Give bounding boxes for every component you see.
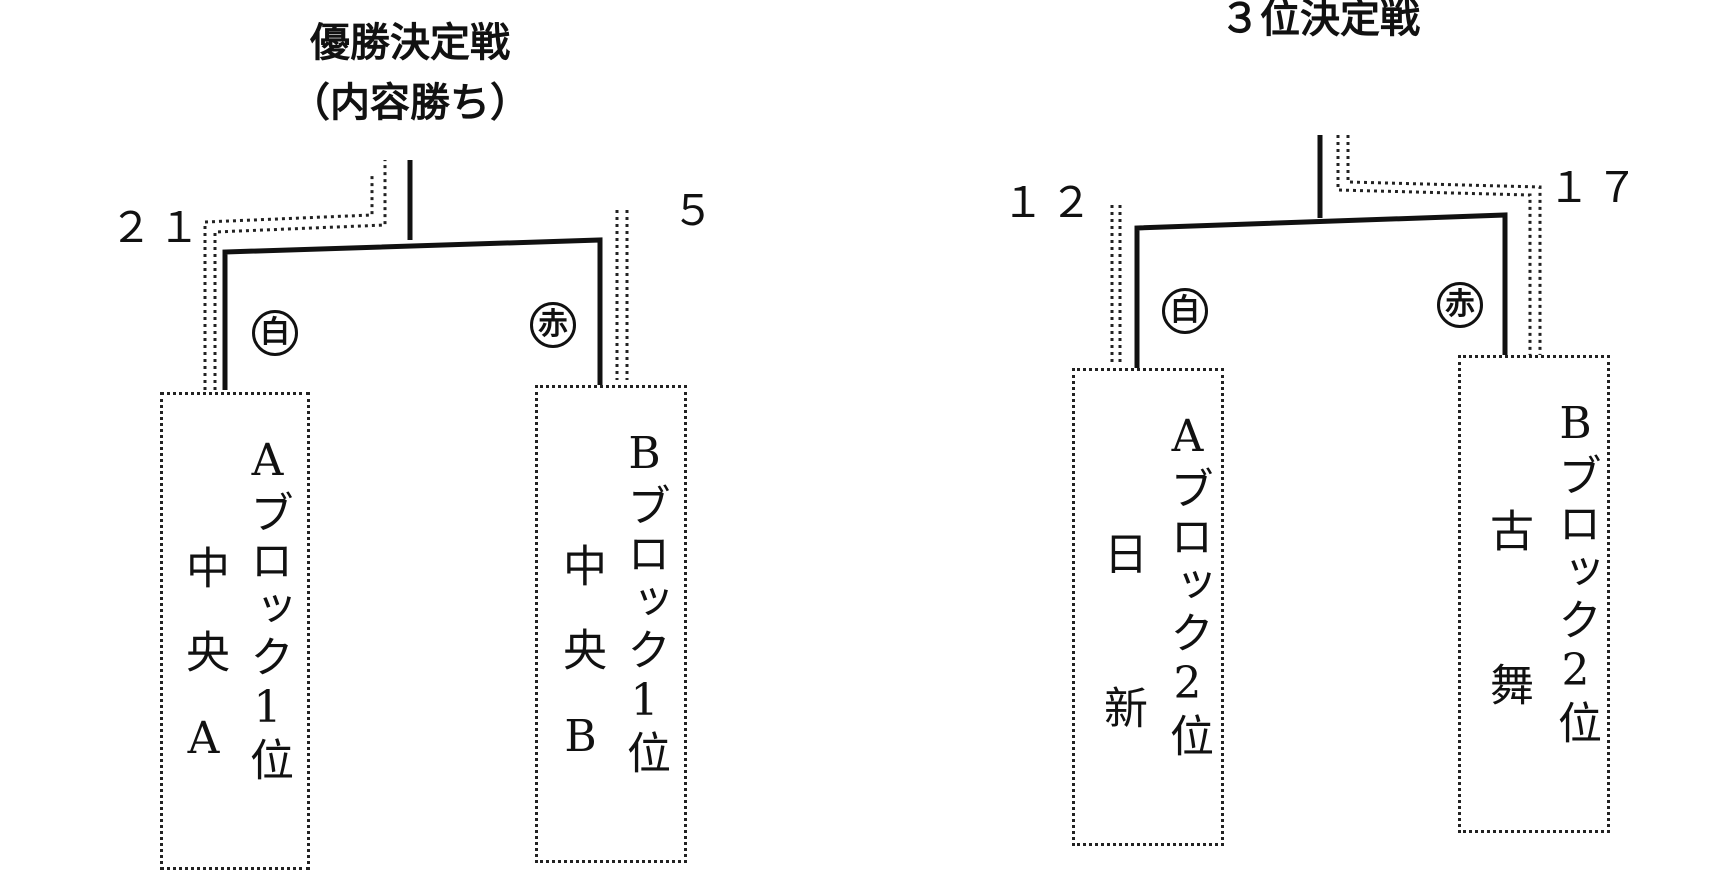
- final-left-team-box: 中央A Aブロック1位: [160, 392, 310, 870]
- third-left-dotted: [1110, 205, 1122, 365]
- final-title: 優勝決定戦: [310, 19, 510, 66]
- third-right-score: １７: [1548, 163, 1645, 212]
- third-white-mark: 白: [1162, 288, 1208, 334]
- final-winner-path: [203, 160, 387, 390]
- final-right-team-name: 中央B: [555, 543, 606, 802]
- third-place-title: ３位決定戦: [1220, 0, 1420, 42]
- final-red-mark: 赤: [530, 302, 576, 348]
- third-bracket-lines: [1134, 135, 1508, 368]
- third-right-team-box: 古舞 Bブロック2位: [1458, 355, 1610, 833]
- final-right-score: ５: [672, 186, 721, 235]
- third-left-seed: Aブロック2位: [1162, 411, 1213, 761]
- third-left-team-name: 日新: [1096, 531, 1147, 839]
- final-left-team-name: 中央A: [178, 545, 229, 804]
- third-left-team-box: 日新 Aブロック2位: [1072, 368, 1224, 846]
- third-red-mark: 赤: [1437, 282, 1483, 328]
- final-left-score: ２１: [110, 203, 207, 252]
- third-right-team-name: 古舞: [1482, 508, 1533, 816]
- final-white-mark: 白: [252, 310, 298, 356]
- final-right-team-box: 中央B Bブロック1位: [535, 385, 687, 863]
- final-right-dotted: [615, 210, 629, 380]
- third-right-seed: Bブロック2位: [1550, 398, 1601, 748]
- final-left-seed: Aブロック1位: [242, 435, 293, 785]
- final-right-seed: Bブロック1位: [619, 428, 670, 778]
- third-left-score: １２: [1002, 178, 1099, 227]
- final-subtitle: （内容勝ち）: [290, 79, 530, 126]
- final-bracket-lines: [222, 160, 603, 390]
- third-winner-path: [1336, 135, 1542, 355]
